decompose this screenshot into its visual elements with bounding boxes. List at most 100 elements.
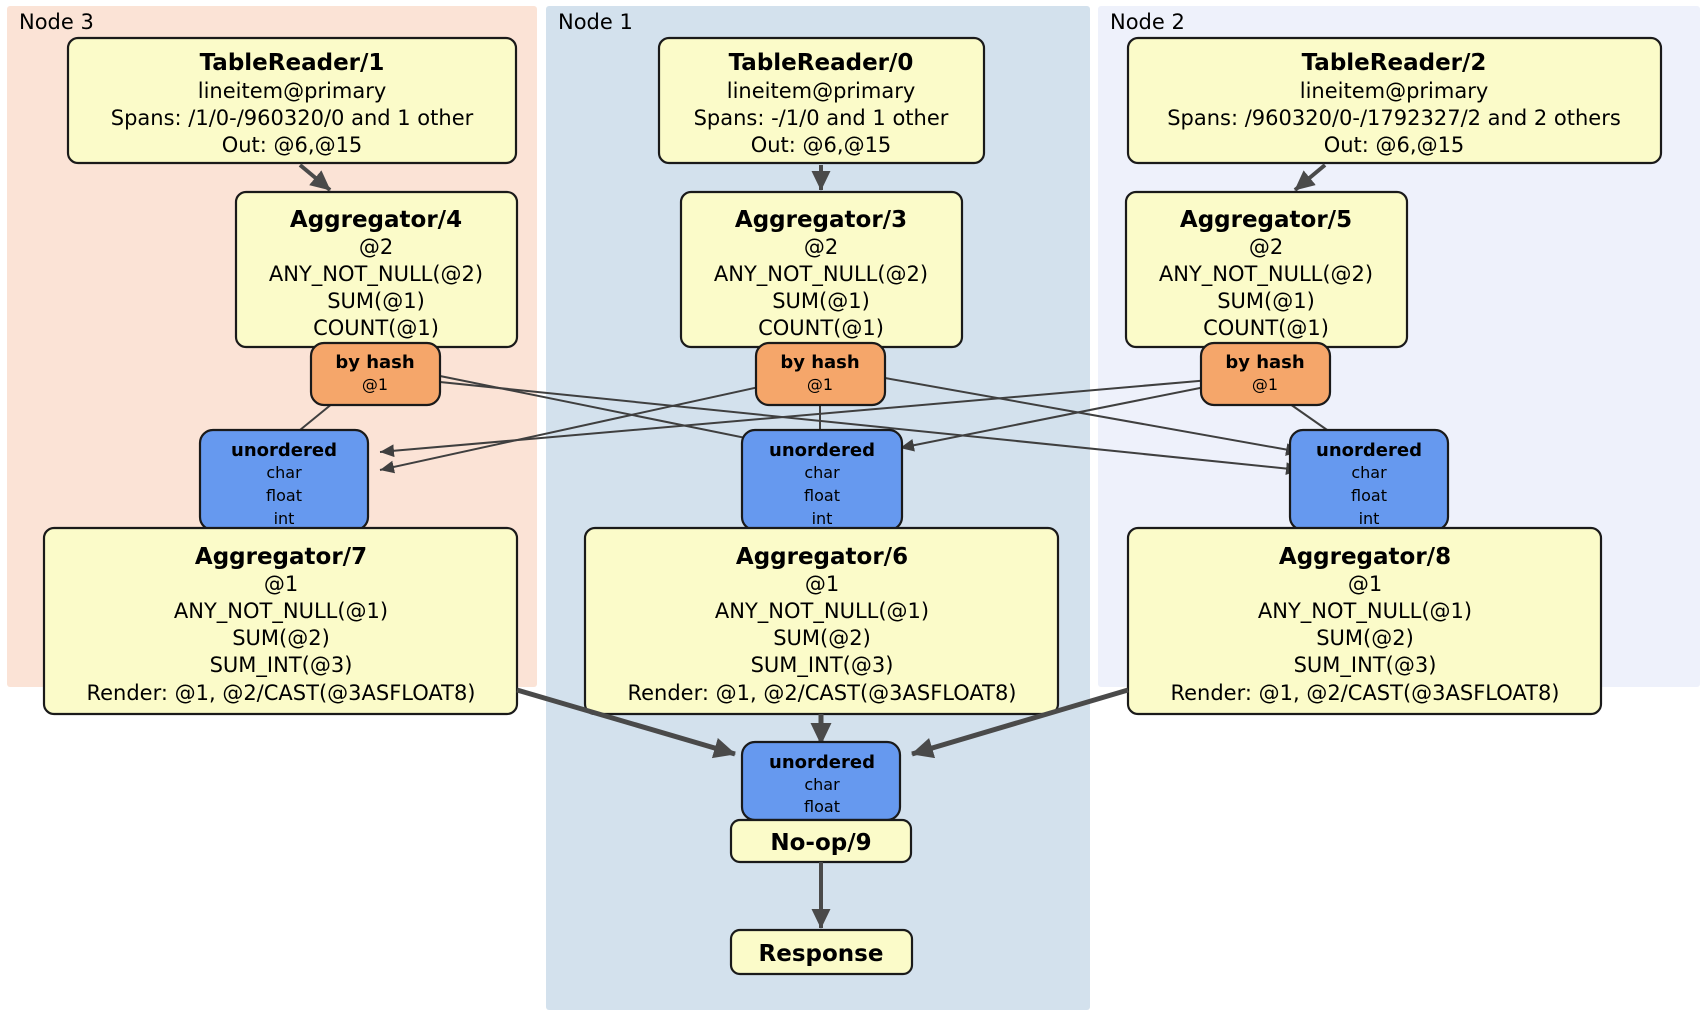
sync-left-title: unordered bbox=[231, 440, 337, 461]
aggregator-5-line-2: SUM(@1) bbox=[1217, 289, 1315, 313]
edge-router-right-to-sync-right bbox=[1289, 403, 1331, 433]
aggregator-3-line-1: ANY_NOT_NULL(@2) bbox=[714, 262, 928, 287]
tablereader-2-line-2: Out: @6,@15 bbox=[1324, 133, 1465, 157]
aggregator-5-line-3: COUNT(@1) bbox=[1203, 316, 1329, 340]
aggregator-7-line-3: SUM_INT(@3) bbox=[210, 653, 353, 678]
aggregator-5-line-0: @2 bbox=[1249, 235, 1283, 259]
node-sync-right[interactable]: unordered char float int bbox=[1288, 428, 1450, 532]
sync-right-line-0: char bbox=[1351, 463, 1387, 482]
router-right-line-0: @1 bbox=[1252, 375, 1278, 394]
aggregator-4-line-1: ANY_NOT_NULL(@2) bbox=[269, 262, 483, 287]
aggregator-4-line-3: COUNT(@1) bbox=[313, 316, 439, 340]
sync-left-line-1: float bbox=[266, 486, 302, 505]
aggregator-4-line-2: SUM(@1) bbox=[327, 289, 425, 313]
aggregator-7-line-4: Render: @1, @2/CAST(@3ASFLOAT8) bbox=[86, 681, 475, 705]
sync-final-line-1: float bbox=[804, 797, 840, 816]
final-convergence-edges bbox=[516, 687, 1129, 759]
tablereader-2-box[interactable] bbox=[1126, 36, 1663, 165]
aggregator-8-line-3: SUM_INT(@3) bbox=[1294, 653, 1437, 678]
router-left-box[interactable] bbox=[309, 341, 442, 407]
node-sync-left[interactable]: unordered char float int bbox=[198, 428, 370, 532]
aggregator-7-line-2: SUM(@2) bbox=[232, 626, 330, 650]
tablereader-0-title: TableReader/0 bbox=[729, 50, 914, 76]
node-aggregator-5[interactable]: Aggregator/5 @2 ANY_NOT_NULL(@2) SUM(@1)… bbox=[1124, 190, 1409, 349]
aggregator-8-line-4: Render: @1, @2/CAST(@3ASFLOAT8) bbox=[1170, 681, 1559, 705]
node-router-left[interactable]: by hash @1 bbox=[309, 341, 442, 407]
aggregator-7-line-0: @1 bbox=[264, 572, 298, 596]
aggregator-6-line-4: Render: @1, @2/CAST(@3ASFLOAT8) bbox=[627, 681, 1016, 705]
aggregator-6-line-2: SUM(@2) bbox=[773, 626, 871, 650]
response-title: Response bbox=[759, 941, 884, 967]
edge-tablereader2-to-aggregator5 bbox=[1293, 163, 1327, 192]
node-aggregator-8[interactable]: Aggregator/8 @1 ANY_NOT_NULL(@1) SUM(@2)… bbox=[1126, 526, 1603, 716]
node-tablereader-0[interactable]: TableReader/0 lineitem@primary Spans: -/… bbox=[657, 36, 986, 165]
node-tablereader-1[interactable]: TableReader/1 lineitem@primary Spans: /1… bbox=[66, 36, 518, 165]
tablereader-2-title: TableReader/2 bbox=[1302, 50, 1487, 76]
edge-router-right-to-sync-left bbox=[379, 379, 1211, 458]
node-sync-mid[interactable]: unordered char float int bbox=[740, 428, 904, 532]
router-left-title: by hash bbox=[335, 352, 414, 373]
aggregator-4-title: Aggregator/4 bbox=[290, 207, 462, 233]
sync-right-line-1: float bbox=[1351, 486, 1387, 505]
aggregator-4-line-0: @2 bbox=[359, 235, 393, 259]
sync-final-title: unordered bbox=[769, 752, 875, 773]
tablereader-1-title: TableReader/1 bbox=[200, 50, 385, 76]
aggregator-3-line-0: @2 bbox=[804, 235, 838, 259]
node-response[interactable]: Response bbox=[729, 928, 914, 976]
edge-router-left-to-sync-right bbox=[439, 381, 1301, 475]
router-crossbar-edges bbox=[299, 375, 1331, 475]
aggregator-6-title: Aggregator/6 bbox=[736, 544, 908, 570]
router-right-box[interactable] bbox=[1199, 341, 1332, 407]
edge-tablereader1-to-aggregator4 bbox=[298, 163, 332, 192]
aggregator-7-title: Aggregator/7 bbox=[195, 544, 367, 570]
router-right-title: by hash bbox=[1225, 352, 1304, 373]
aggregator-6-line-3: SUM_INT(@3) bbox=[751, 653, 894, 678]
tablereader-1-line-1: Spans: /1/0-/960320/0 and 1 other bbox=[111, 106, 474, 130]
router-mid-line-0: @1 bbox=[807, 375, 833, 394]
aggregator-5-title: Aggregator/5 bbox=[1180, 207, 1352, 233]
sync-right-line-2: int bbox=[1359, 509, 1380, 528]
node-noop-9[interactable]: No-op/9 bbox=[729, 818, 913, 864]
sync-mid-line-1: float bbox=[804, 486, 840, 505]
tablereader-0-line-0: lineitem@primary bbox=[727, 79, 916, 103]
tablereader-2-line-0: lineitem@primary bbox=[1300, 79, 1489, 103]
response-box[interactable] bbox=[729, 928, 914, 976]
node-aggregator-4[interactable]: Aggregator/4 @2 ANY_NOT_NULL(@2) SUM(@1)… bbox=[234, 190, 519, 349]
aggregator-8-line-2: SUM(@2) bbox=[1316, 626, 1414, 650]
node-router-right[interactable]: by hash @1 bbox=[1199, 341, 1332, 407]
tablereader-2-line-1: Spans: /960320/0-/1792327/2 and 2 others bbox=[1167, 106, 1621, 130]
router-mid-box[interactable] bbox=[754, 341, 887, 407]
aggregator-3-line-3: COUNT(@1) bbox=[758, 316, 884, 340]
tablereader-0-line-2: Out: @6,@15 bbox=[751, 133, 892, 157]
tablereader-1-line-2: Out: @6,@15 bbox=[222, 133, 363, 157]
tablereader-1-box[interactable] bbox=[66, 36, 518, 165]
aggregator-8-line-1: ANY_NOT_NULL(@1) bbox=[1258, 599, 1472, 624]
sync-right-title: unordered bbox=[1316, 440, 1422, 461]
router-left-line-0: @1 bbox=[362, 375, 388, 394]
tablereader-0-line-1: Spans: -/1/0 and 1 other bbox=[694, 106, 949, 130]
aggregator-6-line-1: ANY_NOT_NULL(@1) bbox=[715, 599, 929, 624]
node-tablereader-2[interactable]: TableReader/2 lineitem@primary Spans: /9… bbox=[1126, 36, 1663, 165]
tablereader-0-box[interactable] bbox=[657, 36, 986, 165]
sync-mid-line-0: char bbox=[804, 463, 840, 482]
node-sync-final[interactable]: unordered char float bbox=[740, 740, 902, 822]
aggregator-8-box[interactable] bbox=[1126, 526, 1603, 716]
noop-9-title: No-op/9 bbox=[770, 830, 871, 856]
aggregator-3-line-2: SUM(@1) bbox=[772, 289, 870, 313]
node-aggregator-7[interactable]: Aggregator/7 @1 ANY_NOT_NULL(@1) SUM(@2)… bbox=[42, 526, 519, 716]
node-aggregator-6[interactable]: Aggregator/6 @1 ANY_NOT_NULL(@1) SUM(@2)… bbox=[583, 526, 1060, 716]
edge-router-mid-to-sync-left bbox=[379, 377, 801, 474]
aggregator-5-line-1: ANY_NOT_NULL(@2) bbox=[1159, 262, 1373, 287]
sync-mid-title: unordered bbox=[769, 440, 875, 461]
aggregator-8-title: Aggregator/8 bbox=[1279, 544, 1451, 570]
aggregator-8-line-0: @1 bbox=[1348, 572, 1382, 596]
router-mid-title: by hash bbox=[780, 352, 859, 373]
node-router-mid[interactable]: by hash @1 bbox=[754, 341, 887, 407]
aggregator-7-box[interactable] bbox=[42, 526, 519, 716]
cluster-node3-label: Node 3 bbox=[19, 10, 94, 34]
cluster-node2-label: Node 2 bbox=[1110, 10, 1185, 34]
node-aggregator-3[interactable]: Aggregator/3 @2 ANY_NOT_NULL(@2) SUM(@1)… bbox=[679, 190, 964, 349]
sync-final-line-0: char bbox=[804, 775, 840, 794]
aggregator-6-line-0: @1 bbox=[805, 572, 839, 596]
